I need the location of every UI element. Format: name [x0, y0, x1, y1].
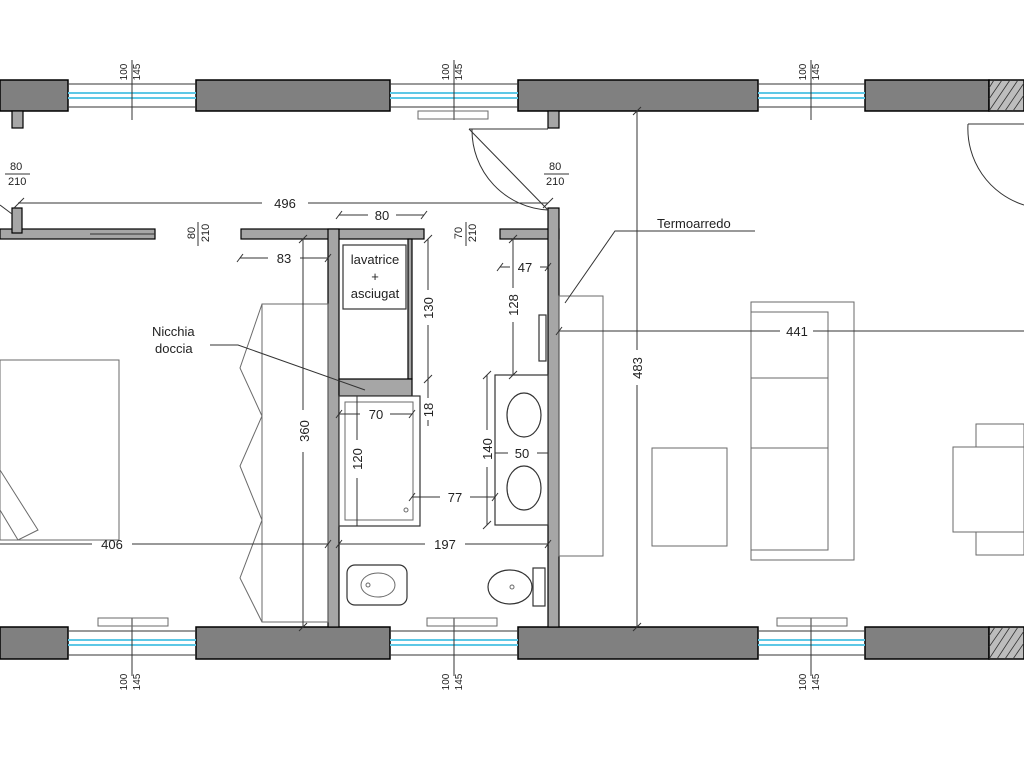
window-center-lines: [131, 60, 812, 676]
washer-label-2: +: [371, 269, 379, 284]
dim-197: 197: [434, 537, 456, 552]
door-label-height: 210: [200, 224, 212, 242]
kitchen-counter: [558, 295, 604, 557]
dim-83: 83: [277, 251, 291, 266]
dim-130: 130: [421, 297, 436, 319]
label-nicchia-1: Nicchia: [152, 324, 195, 339]
window-sills: [97, 110, 848, 627]
window-label-bottom: 145: [132, 673, 143, 690]
dim-496: 496: [274, 196, 296, 211]
washer-label-1: lavatrice: [351, 252, 399, 267]
sofa: [750, 301, 855, 561]
window-label-top: 100: [119, 673, 130, 690]
door-label-bathroom: 80 210: [544, 161, 569, 188]
window-label-top: 100: [798, 673, 809, 690]
dim-128: 128: [506, 294, 521, 316]
bed: [0, 359, 120, 541]
interior-walls: [0, 110, 560, 628]
window-label-top: 100: [119, 63, 130, 80]
window-label-bottom: 145: [454, 63, 465, 80]
door-label-width: 80: [549, 161, 561, 173]
double-sink: [494, 374, 549, 526]
door-left-opening: [0, 204, 13, 215]
door-label-height: 210: [8, 176, 26, 188]
dim-77: 77: [448, 490, 462, 505]
door-label-height: 210: [467, 224, 479, 242]
exterior-wall-top: [0, 79, 1024, 112]
door-label-wardrobe: 80 210: [186, 222, 212, 246]
window-label-bottom-1: 100 145: [119, 673, 143, 690]
dim-441: 441: [786, 324, 808, 339]
dimension-lines: [0, 106, 1024, 632]
dim-47: 47: [518, 260, 532, 275]
label-nicchia-2: doccia: [155, 341, 193, 356]
door-label-width: 80: [10, 161, 22, 173]
shower-tray: [338, 395, 421, 527]
door-label-bathroom-inner: 70 210: [453, 222, 479, 246]
dining-table: [952, 423, 1024, 556]
dimension-texts: 496 80 83 47 130 128 441 483 360 70 18 1…: [101, 196, 808, 552]
window-label-top: 100: [441, 63, 452, 80]
door-label-height: 210: [546, 176, 564, 188]
window-label-top-1: 100 145: [119, 63, 143, 80]
window-label-bottom: 145: [132, 63, 143, 80]
wardrobe: [239, 303, 329, 623]
coffee-table: [651, 447, 728, 547]
window-label-bottom: 145: [811, 63, 822, 80]
dim-18: 18: [421, 403, 436, 417]
door-label-left: 80 210: [5, 161, 30, 188]
dim-80: 80: [375, 208, 389, 223]
door-right: [967, 123, 1024, 206]
door-bathroom: [468, 128, 549, 211]
dim-360: 360: [297, 420, 312, 442]
window-label-top: 100: [441, 673, 452, 690]
door-label-width: 80: [186, 227, 198, 239]
washer-dryer: lavatrice + asciugat: [342, 244, 407, 310]
window-label-top-3: 100 145: [798, 63, 822, 80]
dim-120: 120: [350, 448, 365, 470]
window-label-bottom-3: 100 145: [798, 673, 822, 690]
towel-radiator: [538, 314, 547, 362]
dim-406: 406: [101, 537, 123, 552]
exterior-wall-bottom: [0, 626, 1024, 660]
bidet: [346, 564, 408, 606]
window-label-bottom: 145: [454, 673, 465, 690]
dim-483: 483: [630, 357, 645, 379]
door-label-width: 70: [453, 227, 465, 239]
dim-50: 50: [515, 446, 529, 461]
dim-70: 70: [369, 407, 383, 422]
window-label-top: 100: [798, 63, 809, 80]
window-label-bottom: 145: [811, 673, 822, 690]
label-termoarredo: Termoarredo: [657, 216, 731, 231]
dim-140: 140: [480, 438, 495, 460]
toilet: [487, 567, 546, 607]
window-label-bottom-2: 100 145: [441, 673, 465, 690]
window-label-top-2: 100 145: [441, 63, 465, 80]
washer-label-3: asciugat: [351, 286, 400, 301]
